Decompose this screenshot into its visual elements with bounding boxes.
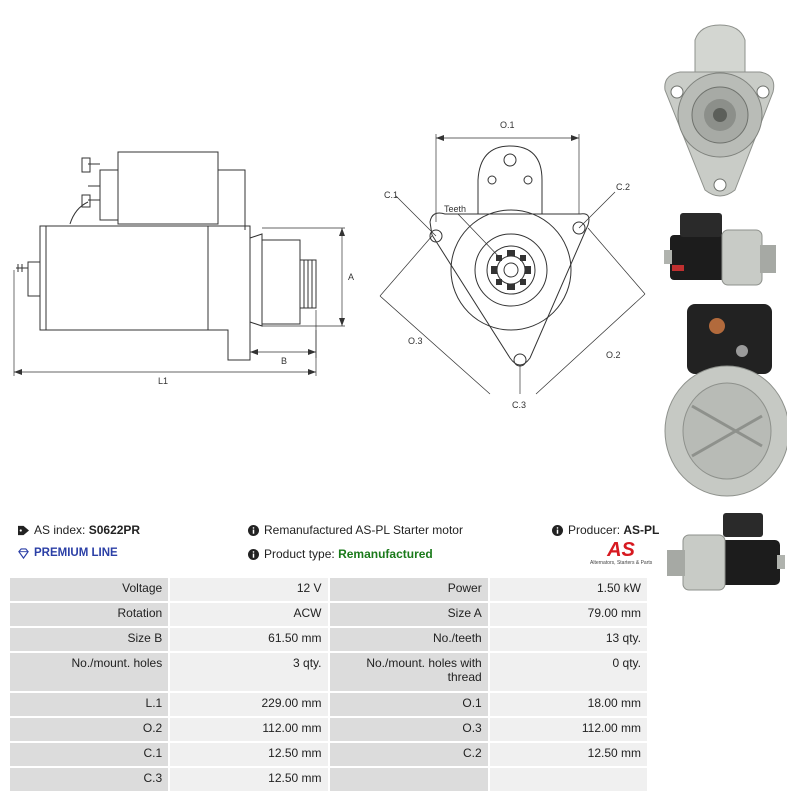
front-view-drawing: O.1 C.1 C.2 Teeth O.3 O.2 C.3 xyxy=(379,120,646,410)
as-index-value: S0622PR xyxy=(88,523,141,537)
product-description: Remanufactured AS-PL Starter motor xyxy=(264,523,463,537)
dim-label-teeth: Teeth xyxy=(444,204,466,214)
spec-value: 12 V xyxy=(168,576,330,603)
spec-value: 61.50 mm xyxy=(168,626,330,653)
spec-value: 79.00 mm xyxy=(487,601,650,628)
producer-line: Producer: AS-PL xyxy=(552,523,659,537)
spec-label: C.2 xyxy=(327,741,490,768)
product-photo-side xyxy=(664,213,776,286)
spec-label: O.1 xyxy=(327,691,490,718)
spec-value: 12.50 mm xyxy=(168,766,330,793)
logo-mark: AS xyxy=(607,539,635,561)
spec-value: 18.00 mm xyxy=(487,691,650,718)
as-index-label: AS index: xyxy=(34,523,86,537)
spec-value: 12.50 mm xyxy=(487,741,650,768)
producer-label: Producer: xyxy=(568,523,621,537)
spec-label: O.2 xyxy=(7,716,171,743)
spec-label: Size A xyxy=(327,601,490,628)
spec-label: L.1 xyxy=(7,691,171,718)
dim-label-b: B xyxy=(281,356,287,366)
spec-label: No./mount. holes xyxy=(7,651,171,693)
spec-value: 112.00 mm xyxy=(168,716,330,743)
product-photo-front xyxy=(664,24,775,197)
spec-label: Voltage xyxy=(7,576,171,603)
side-view-drawing: A B L1 xyxy=(13,151,354,386)
product-photo-rear xyxy=(664,304,787,497)
spec-value: ACW xyxy=(168,601,330,628)
dim-label-o2: O.2 xyxy=(606,350,621,360)
spec-value: 3 qty. xyxy=(168,651,330,693)
dim-label-c3: C.3 xyxy=(512,400,526,410)
tag-icon xyxy=(18,525,29,535)
spec-label: O.3 xyxy=(327,716,490,743)
info-icon xyxy=(248,548,259,560)
spec-value: 1.50 kW xyxy=(487,576,650,603)
product-type-line: Product type: Remanufactured xyxy=(248,547,433,561)
dim-label-a: A xyxy=(348,272,354,282)
spec-label: Size B xyxy=(7,626,171,653)
dim-label-l1: L1 xyxy=(158,376,168,386)
logo-tagline: Alternators, Starters & Parts xyxy=(590,560,653,566)
spec-label: No./mount. holes with thread xyxy=(327,651,490,693)
producer-value: AS-PL xyxy=(623,523,660,537)
info-icon xyxy=(248,524,259,536)
spec-value: 229.00 mm xyxy=(168,691,330,718)
premium-line: PREMIUM LINE xyxy=(18,547,118,559)
spec-label: Power xyxy=(327,576,490,603)
spec-label: Rotation xyxy=(7,601,171,628)
spec-value: 13 qty. xyxy=(487,626,650,653)
dim-label-o3: O.3 xyxy=(408,336,423,346)
spec-label: C.1 xyxy=(7,741,171,768)
description-line: Remanufactured AS-PL Starter motor xyxy=(248,523,463,537)
premium-line-label: PREMIUM LINE xyxy=(34,547,118,559)
dim-label-o1: O.1 xyxy=(500,120,515,130)
product-type-label: Product type: xyxy=(264,547,335,561)
spec-label: C.3 xyxy=(7,766,171,793)
product-type-value: Remanufactured xyxy=(338,547,433,561)
dim-label-c1: C.1 xyxy=(384,190,398,200)
spec-label xyxy=(327,766,490,793)
spec-value xyxy=(487,766,650,793)
diamond-icon xyxy=(18,547,29,559)
spec-value: 112.00 mm xyxy=(487,716,650,743)
spec-value: 0 qty. xyxy=(487,651,650,693)
spec-label: No./teeth xyxy=(327,626,490,653)
info-icon xyxy=(552,524,563,536)
as-index-line: AS index: S0622PR xyxy=(18,523,140,537)
product-photo-angle xyxy=(667,513,785,591)
dim-label-c2: C.2 xyxy=(616,182,630,192)
as-pl-logo: AS Alternators, Starters & Parts xyxy=(590,540,652,570)
spec-value: 12.50 mm xyxy=(168,741,330,768)
